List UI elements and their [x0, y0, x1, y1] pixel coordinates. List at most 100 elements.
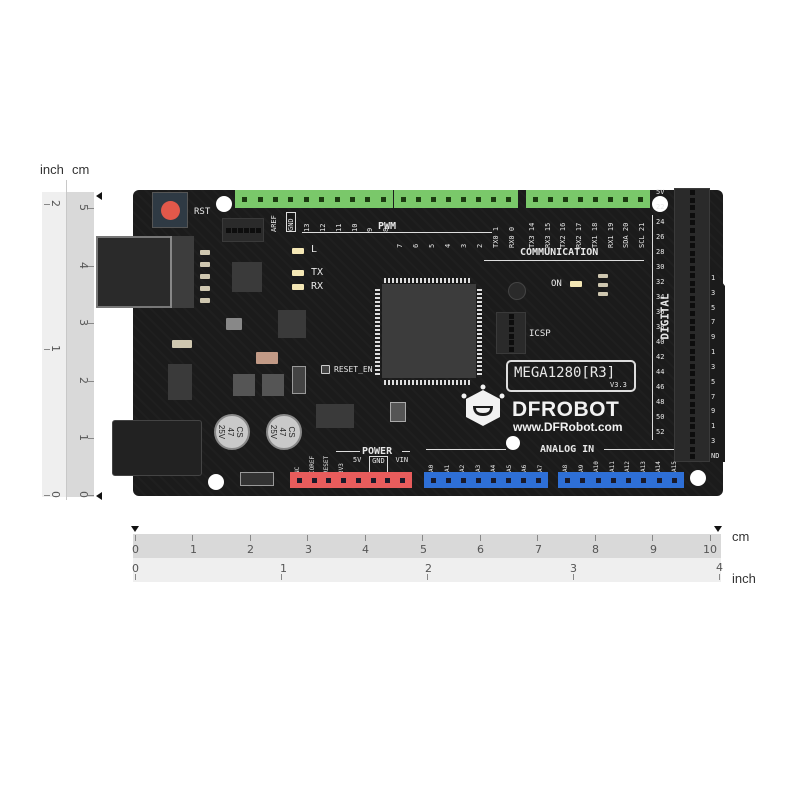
- ic-chip: [278, 310, 306, 338]
- brand-url: www.DFRobot.com: [513, 420, 623, 434]
- reset-en-jumper[interactable]: [321, 365, 330, 374]
- mcu-pins-bottom: [384, 380, 472, 385]
- mounting-hole: [690, 470, 706, 486]
- model-label: MEGA1280[R3]: [514, 365, 616, 381]
- usb-connector-shell: [170, 236, 194, 308]
- usb-serial-chip: [232, 262, 262, 292]
- smd-resistor: [598, 274, 608, 278]
- vruler-inch-tick: 2: [49, 200, 62, 207]
- hruler-cm-tick: 4: [362, 543, 369, 556]
- icsp-label: ICSP: [529, 329, 551, 339]
- digital-right-labels: 1 3 5 7 9 1 3 5 7 9 1 3 ND: [711, 274, 720, 460]
- digital-section-label: DIGITAL: [658, 293, 672, 340]
- digital-line: [652, 215, 653, 440]
- mounting-hole: [652, 196, 668, 212]
- on-led-label: ON: [551, 279, 562, 289]
- led-rx: [292, 284, 304, 290]
- smd-resistor: [200, 274, 210, 279]
- pwm-left-pin-labels: AREF GND 13 12 11 10 9 8: [270, 212, 390, 232]
- hruler-cm-label: cm: [732, 529, 750, 544]
- power-line-left: [336, 451, 360, 452]
- vertical-ruler-inch-label: inch: [40, 162, 64, 177]
- vruler-top-marker-icon: [96, 192, 102, 200]
- reset-button[interactable]: [152, 192, 188, 228]
- vertical-ruler-cm-label: cm: [72, 162, 90, 177]
- diode: [292, 366, 306, 394]
- model-label-box: MEGA1280[R3] V3.3: [506, 360, 636, 392]
- vruler-inch-tick: 1: [49, 345, 62, 352]
- analog-header-a0-a7[interactable]: [424, 472, 548, 488]
- dfrobot-logo-icon: [460, 384, 506, 430]
- vertical-ruler-inch-scale: [42, 192, 66, 497]
- hruler-cm-tick: 8: [592, 543, 599, 556]
- reset-button-cap-icon: [161, 201, 180, 220]
- hruler-inch-tick: 3: [570, 562, 577, 575]
- dc-power-jack: [112, 420, 202, 476]
- led-l-label: L: [311, 244, 318, 255]
- led-on: [570, 281, 582, 287]
- hruler-cm-tick: 1: [190, 543, 197, 556]
- analog-line-right: [604, 449, 674, 450]
- analog-pin-labels-1: A0 A1 A2 A3 A4 A5 A6 A7: [428, 464, 544, 472]
- communication-section-label: COMMUNICATION: [520, 247, 599, 258]
- mcu-pins-left: [375, 287, 380, 375]
- round-component: [508, 282, 526, 300]
- communication-header[interactable]: [526, 190, 650, 208]
- vruler-bottom-marker-icon: [96, 492, 102, 500]
- analog-line-left: [426, 449, 506, 450]
- digital-header-pwm-right[interactable]: [394, 190, 518, 208]
- hruler-cm-tick: 10: [703, 543, 717, 556]
- mounting-hole: [208, 474, 224, 490]
- smd-resistor: [598, 292, 608, 296]
- pwm-line: [302, 232, 492, 233]
- vruler-inch-tick: 0: [49, 491, 62, 498]
- version-label: V3.3: [610, 381, 627, 389]
- digital-header-22-53[interactable]: [674, 188, 710, 462]
- mcu-pins-top: [384, 278, 472, 283]
- hruler-left-marker-icon: [131, 526, 139, 532]
- reset-en-label: RESET_EN: [334, 365, 373, 374]
- fuse: [240, 472, 274, 486]
- hruler-inch-tick: 2: [425, 562, 432, 575]
- communication-pin-labels: TX3 14 RX3 15 TX2 16 RX2 17 TX1 18 RX1 1…: [528, 222, 646, 248]
- hruler-inch-tick: 0: [132, 562, 139, 575]
- led-rx-label: RX: [311, 281, 324, 292]
- mounting-hole: [506, 436, 520, 450]
- hruler-cm-tick: 9: [650, 543, 657, 556]
- digital-header-pwm-left[interactable]: [235, 190, 393, 208]
- hruler-cm-tick: 2: [247, 543, 254, 556]
- inductor-1: [233, 374, 255, 396]
- pwm-section-label: PWM: [378, 221, 397, 232]
- horizontal-ruler-cm-scale: [133, 534, 721, 558]
- smd-capacitor: [256, 352, 278, 364]
- hruler-cm-tick: 3: [305, 543, 312, 556]
- communication-line: [484, 260, 644, 261]
- analog-header-a8-a15[interactable]: [558, 472, 684, 488]
- power-section-label: POWER: [362, 446, 393, 457]
- voltage-regulator: [168, 364, 192, 400]
- vertical-ruler-cm-scale: [66, 192, 94, 497]
- hruler-inch-tick: 4: [716, 561, 723, 574]
- regulator-3v3: [316, 404, 354, 428]
- led-tx: [292, 270, 304, 276]
- icsp-header-main: [496, 312, 526, 354]
- power-line-right: [402, 451, 410, 452]
- hruler-inch-tick: 1: [280, 562, 287, 575]
- smd-resistor: [200, 250, 210, 255]
- analog-in-section-label: ANALOG IN: [540, 444, 595, 455]
- smd-resistor: [200, 298, 210, 303]
- atmega1280-mcu: [382, 284, 476, 378]
- vertical-ruler-divider: [66, 180, 67, 500]
- hruler-cm-tick: 6: [477, 543, 484, 556]
- crystal-16mhz: [390, 402, 406, 422]
- smd-resistor: [200, 286, 210, 291]
- smd-resistor: [200, 262, 210, 267]
- crystal: [226, 318, 242, 330]
- hruler-cm-tick: 0: [132, 543, 139, 556]
- hruler-right-marker-icon: [714, 526, 722, 532]
- analog-pin-labels-2: A8 A9 A10 A11 A12 A13 A14 A15: [562, 461, 678, 472]
- mounting-hole: [216, 196, 232, 212]
- power-header[interactable]: [290, 472, 412, 488]
